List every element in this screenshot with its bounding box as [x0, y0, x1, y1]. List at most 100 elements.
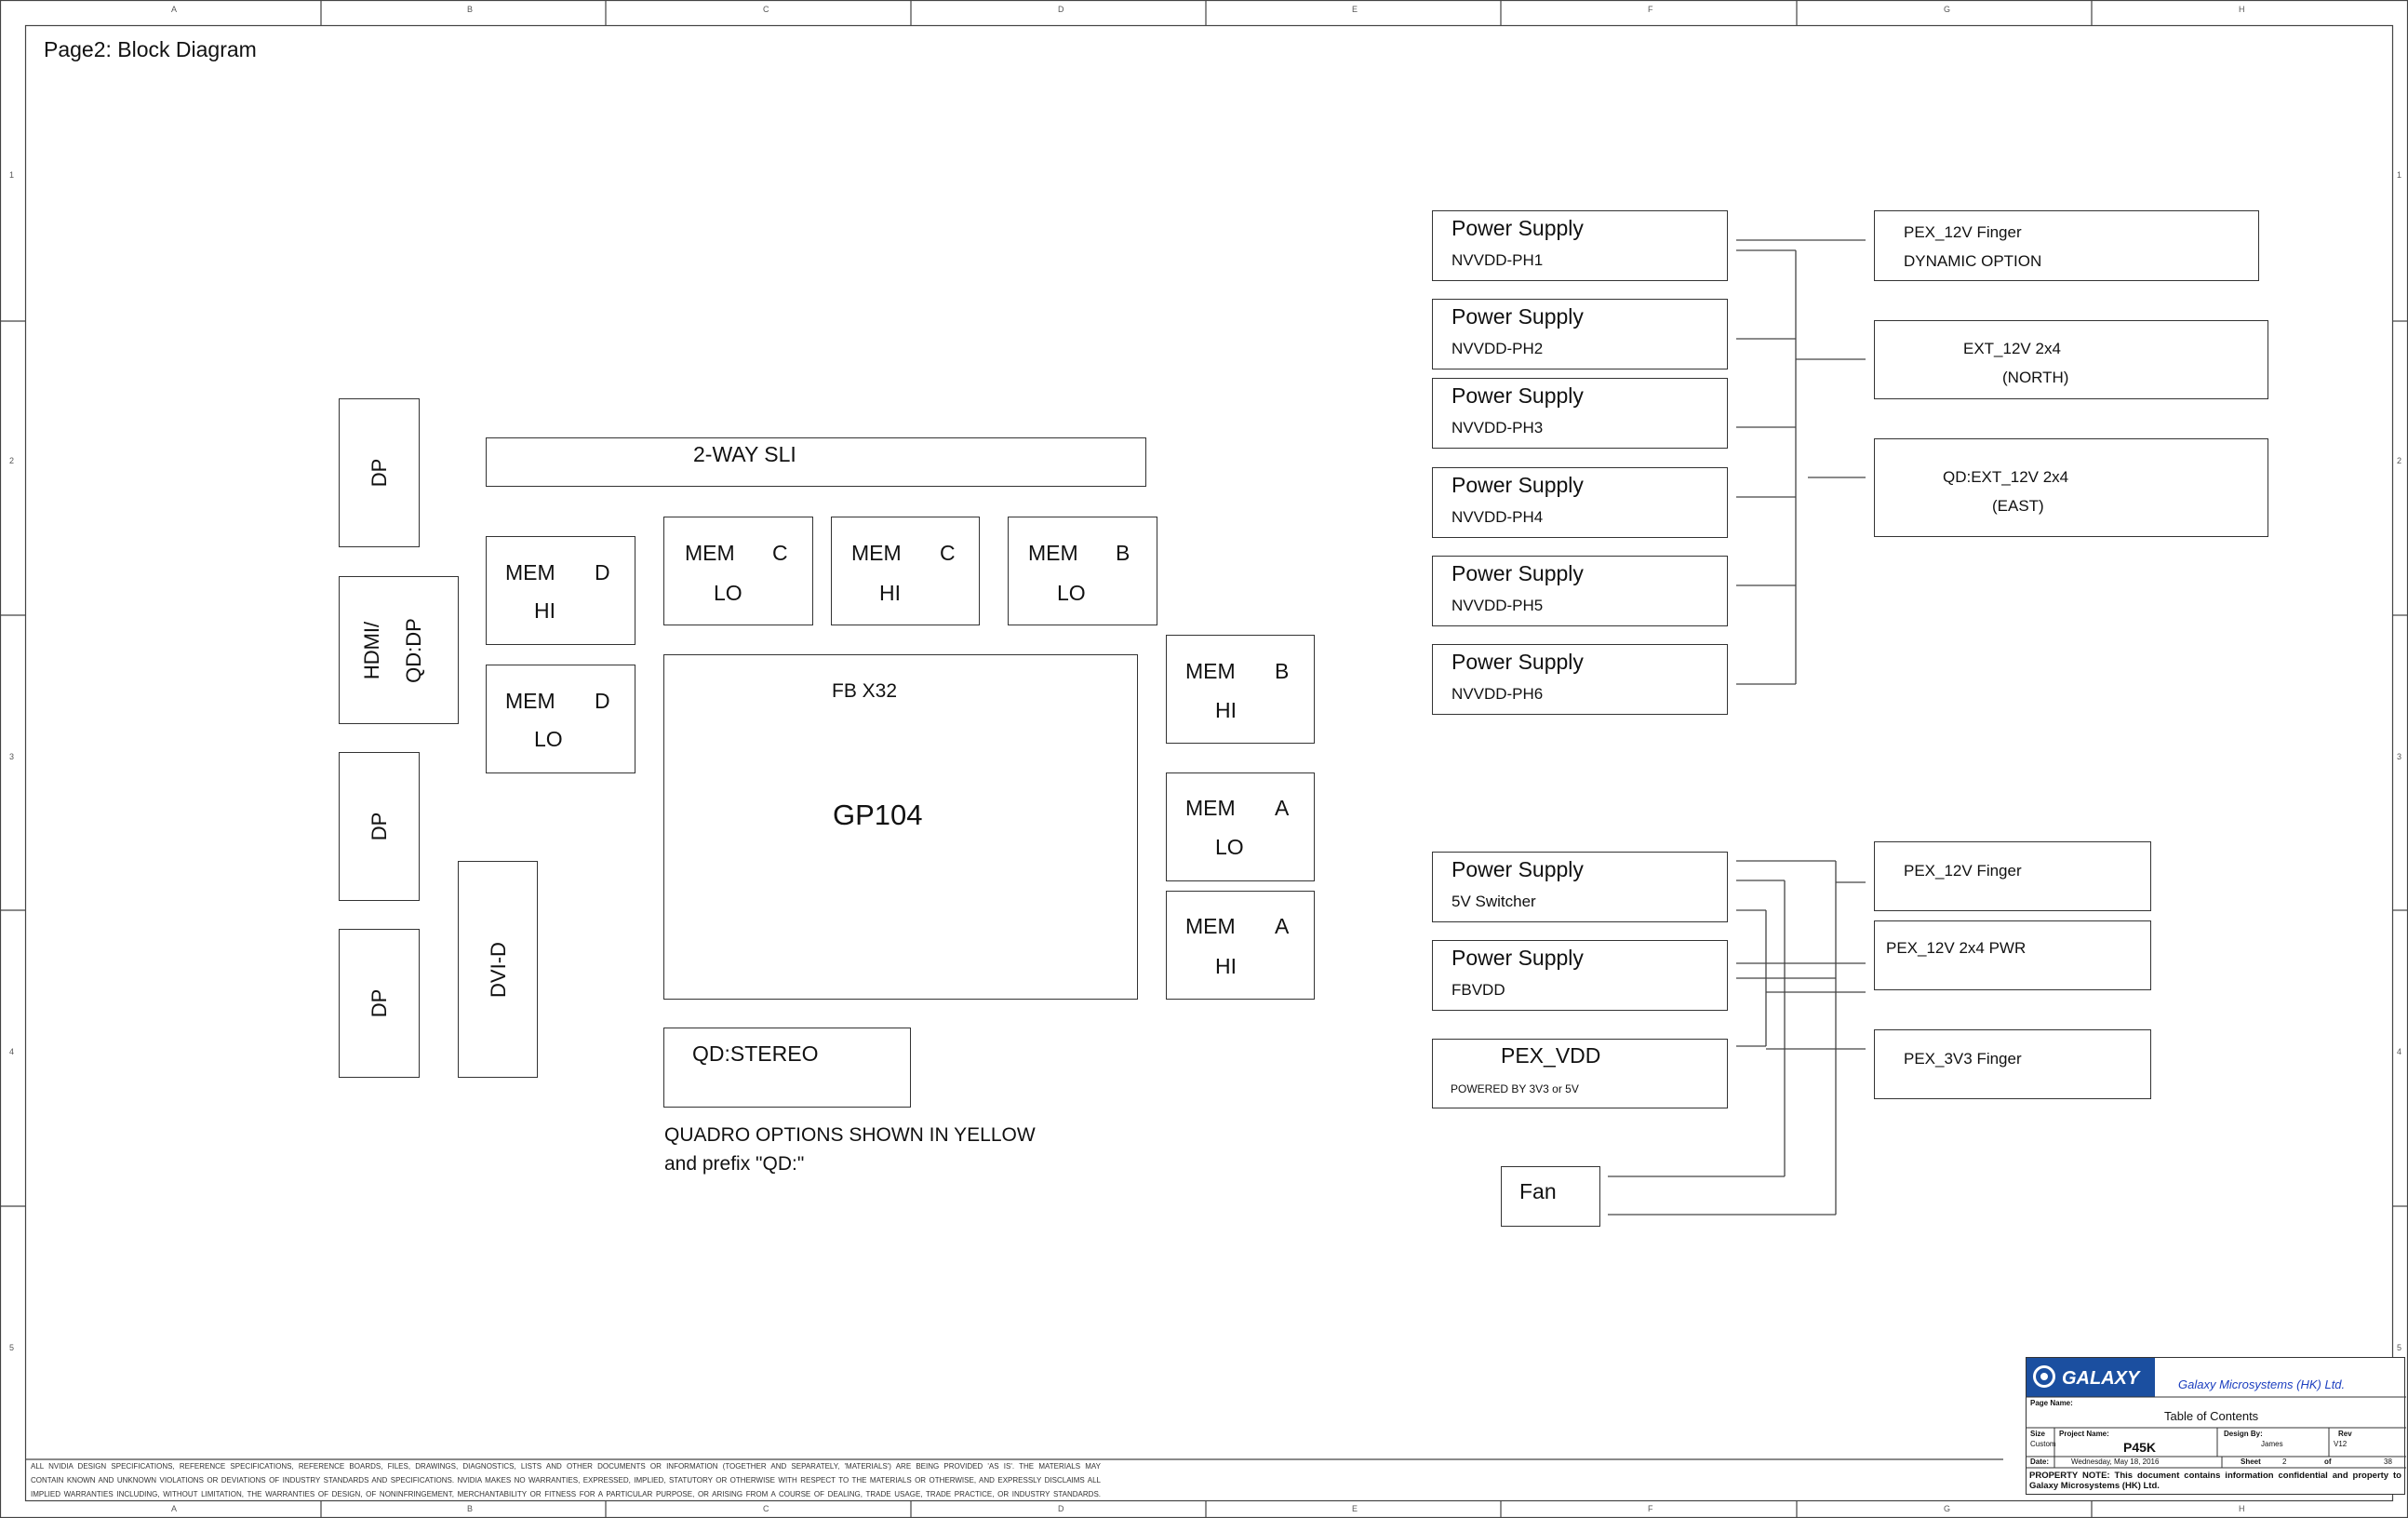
mem-c-lo-mem: MEM [685, 541, 735, 565]
sli-connector: 2-WAY SLI [486, 437, 1146, 487]
page-title: Page2: Block Diagram [44, 37, 257, 61]
mem-c-lo-half: LO [714, 581, 742, 605]
pex-3v3-finger-block: PEX_3V3 Finger [1874, 1029, 2151, 1099]
nvidia-disclaimer: ALL NVIDIA DESIGN SPECIFICATIONS, REFERE… [31, 1459, 1101, 1501]
qd-ext-12v-east-line2: (EAST) [1992, 497, 2044, 515]
zone-label-col-b-bottom: B [467, 1504, 474, 1513]
of-label: of [2324, 1458, 2332, 1466]
qd-dp-label: QD:DP [402, 618, 425, 683]
mem-c-hi-channel: C [940, 541, 956, 565]
dvi-d-connector: DVI-D [458, 861, 538, 1078]
quadro-note-line-2: and prefix "QD:" [664, 1153, 805, 1175]
disclaimer-line-2: CONTAIN KNOWN AND UNKNOWN VIOLATIONS OR … [31, 1476, 1101, 1484]
power-supply-5v-title: Power Supply [1451, 857, 1584, 881]
pex-12v-finger-dynamic-line1: PEX_12V Finger [1904, 223, 2022, 241]
date-label: Date: [2030, 1458, 2050, 1466]
mem-a-hi-block: MEM A HI [1166, 891, 1315, 1000]
project-name-label: Project Name: [2059, 1430, 2109, 1438]
zone-label-col-b: B [467, 5, 474, 14]
qd-stereo-label: QD:STEREO [692, 1041, 819, 1066]
hdmi-connector: HDMI/ QD:DP [339, 576, 459, 724]
zone-label-col-d: D [1058, 5, 1064, 14]
page-name-value: Table of Contents [2164, 1409, 2259, 1423]
property-note: PROPERTY NOTE: This document contains in… [2029, 1471, 2401, 1491]
zone-label-row-4-right: 4 [2397, 1047, 2402, 1056]
galaxy-logo-text: GALAXY [2062, 1368, 2140, 1389]
power-supply-ph6: Power Supply NVVDD-PH6 [1432, 644, 1728, 715]
zone-label-row-5: 5 [9, 1343, 15, 1352]
galaxy-logo-icon [2033, 1365, 2055, 1388]
power-supply-ph2-sub: NVVDD-PH2 [1451, 340, 1544, 357]
zone-label-col-c: C [763, 5, 769, 14]
pex-12v-2x4-pwr-label: PEX_12V 2x4 PWR [1886, 939, 2027, 957]
mem-c-lo-block: MEM C LO [663, 517, 813, 625]
zone-label-row-5-right: 5 [2397, 1343, 2402, 1352]
pex-vdd-title: PEX_VDD [1501, 1043, 1601, 1068]
lower-power-connections [1608, 860, 1866, 1216]
mem-d-lo-channel: D [595, 689, 610, 713]
pex-3v3-finger-label: PEX_3V3 Finger [1904, 1050, 2022, 1068]
mem-b-hi-block: MEM B HI [1166, 635, 1315, 744]
power-supply-ph2: Power Supply NVVDD-PH2 [1432, 299, 1728, 369]
rev-value: V12 [2334, 1440, 2348, 1448]
dp-top-label: DP [368, 458, 391, 488]
hdmi-label: HDMI/ [360, 621, 383, 680]
power-supply-ph2-title: Power Supply [1451, 304, 1584, 329]
gpu-name: GP104 [833, 799, 923, 831]
of-value: 38 [2384, 1458, 2392, 1466]
mem-b-hi-channel: B [1275, 659, 1290, 683]
mem-c-hi-block: MEM C HI [831, 517, 980, 625]
zone-label-row-1: 1 [9, 170, 15, 180]
design-by-value: James [2261, 1440, 2283, 1448]
galaxy-logo: GALAXY [2027, 1358, 2155, 1397]
mem-a-lo-half: LO [1215, 835, 1244, 859]
mem-a-lo-mem: MEM [1185, 796, 1236, 820]
fan-label: Fan [1519, 1179, 1557, 1203]
zone-label-col-h: H [2239, 5, 2245, 14]
ext-12v-2x4-north-block: EXT_12V 2x4 (NORTH) [1874, 320, 2268, 399]
pex-vdd-block: PEX_VDD POWERED BY 3V3 or 5V [1432, 1039, 1728, 1108]
power-supply-5v-switcher: Power Supply 5V Switcher [1432, 852, 1728, 922]
zone-label-col-h-bottom: H [2239, 1504, 2245, 1513]
size-value: Custom [2030, 1440, 2056, 1448]
mem-d-hi-channel: D [595, 560, 610, 584]
power-supply-ph6-sub: NVVDD-PH6 [1451, 685, 1544, 703]
mem-a-hi-channel: A [1275, 914, 1290, 938]
power-supply-ph3-sub: NVVDD-PH3 [1451, 419, 1544, 437]
pex-12v-finger-label: PEX_12V Finger [1904, 862, 2022, 880]
ext-12v-north-line2: (NORTH) [2002, 369, 2069, 386]
mem-c-lo-channel: C [772, 541, 788, 565]
title-block: GALAXY Galaxy Microsystems (HK) Ltd. Pag… [2026, 1357, 2406, 1495]
mem-c-hi-mem: MEM [851, 541, 902, 565]
gpu-block: FB X32 GP104 [663, 654, 1138, 1000]
dp-bottom-label: DP [368, 988, 391, 1018]
ext-12v-north-line1: EXT_12V 2x4 [1963, 340, 2061, 357]
rev-label: Rev [2338, 1430, 2352, 1438]
zone-label-row-1-right: 1 [2397, 170, 2402, 180]
zone-label-row-3: 3 [9, 752, 15, 761]
zone-label-col-a-bottom: A [171, 1504, 178, 1513]
size-label: Size [2030, 1430, 2046, 1438]
zone-label-col-d-bottom: D [1058, 1504, 1064, 1513]
zone-label-col-e: E [1352, 5, 1358, 14]
mem-d-hi-block: MEM D HI [486, 536, 635, 645]
disclaimer-line-3: IMPLIED WARRANTIES INCLUDING, WITHOUT LI… [31, 1490, 1101, 1498]
mem-a-lo-block: MEM A LO [1166, 772, 1315, 881]
zone-label-col-f-bottom: F [1648, 1504, 1653, 1513]
zone-label-col-g: G [1944, 5, 1951, 14]
power-supply-ph1-title: Power Supply [1451, 216, 1584, 240]
dp-connector-middle: DP [339, 752, 420, 901]
power-supply-fbvdd: Power Supply FBVDD [1432, 940, 1728, 1011]
power-supply-5v-sub: 5V Switcher [1451, 893, 1536, 910]
power-supply-ph5: Power Supply NVVDD-PH5 [1432, 556, 1728, 626]
power-supply-ph5-sub: NVVDD-PH5 [1451, 597, 1544, 614]
company-name: Galaxy Microsystems (HK) Ltd. [2178, 1377, 2346, 1391]
power-supply-fbvdd-title: Power Supply [1451, 946, 1584, 970]
sheet-value: 2 [2282, 1458, 2287, 1466]
pex-vdd-sub: POWERED BY 3V3 or 5V [1451, 1082, 1579, 1095]
mem-b-lo-block: MEM B LO [1008, 517, 1157, 625]
zone-label-row-2-right: 2 [2397, 456, 2402, 465]
mem-d-lo-block: MEM D LO [486, 665, 635, 773]
pex-12v-finger-block: PEX_12V Finger [1874, 841, 2151, 911]
